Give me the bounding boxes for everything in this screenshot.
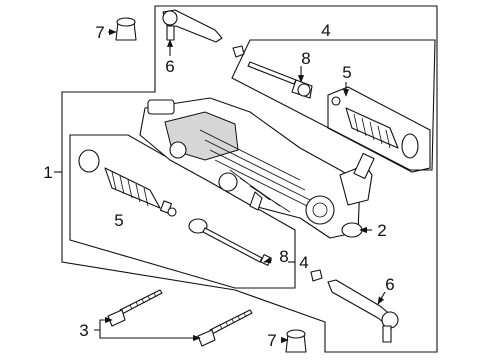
- jam-nut-lower: [310, 269, 323, 282]
- inner-tie-rod-lower: [188, 218, 272, 266]
- callout-7-upper: 7: [95, 23, 104, 42]
- callout-1: 1: [43, 163, 52, 182]
- outer-tie-rod-bottom: [327, 279, 399, 343]
- callout-8-upper: 8: [301, 49, 310, 68]
- callout-5-left: 5: [114, 211, 123, 230]
- nut-bottom: [285, 329, 307, 353]
- callout-5-right: 5: [342, 63, 351, 82]
- jam-nut-upper: [232, 45, 245, 58]
- callout-4-upper: 4: [321, 21, 330, 40]
- outer-tie-rod-top: [162, 9, 223, 43]
- callout-6-upper: 6: [165, 57, 174, 76]
- callout-6-lower: 6: [385, 275, 394, 294]
- callout-3: 3: [79, 321, 88, 340]
- rack-and-pinion-body: [139, 97, 375, 239]
- boot-left: [78, 149, 177, 217]
- main-assembly-outline: [61, 5, 438, 353]
- nut-top: [115, 17, 137, 41]
- callout-4-lower: 4: [299, 253, 308, 272]
- boot-box-right: [327, 86, 431, 173]
- boot-right: [331, 96, 419, 159]
- mounting-bolt-upper: [107, 289, 163, 327]
- inner-tie-rod-kit-box-lower: [69, 134, 296, 289]
- inner-tie-rod-upper: [247, 61, 313, 99]
- callout-7-lower: 7: [267, 331, 276, 350]
- callout-8-lower: 8: [279, 247, 288, 266]
- callout-2: 2: [377, 221, 386, 240]
- mounting-bolt-lower: [197, 309, 253, 347]
